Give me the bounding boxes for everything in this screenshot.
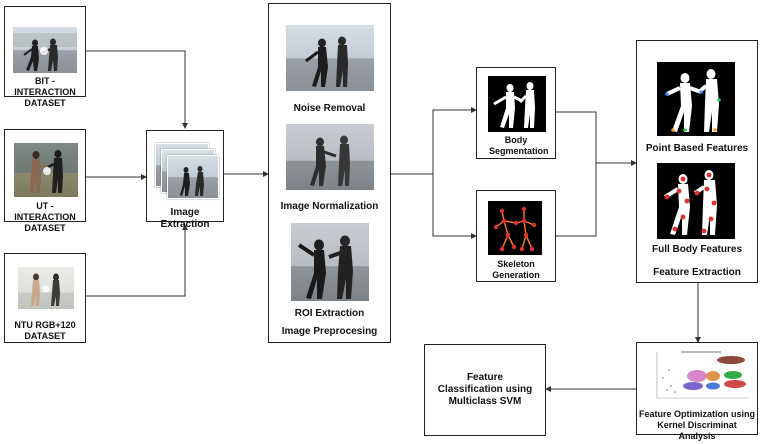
skeleton-graph-icon [493, 206, 537, 252]
body-segmentation-box: Body Segmentation [476, 67, 556, 159]
body-segmentation-image [488, 76, 546, 132]
feature-optimization-box: Feature Optimization using Kernel Discri… [636, 342, 758, 441]
arrow-segmentation-to-features [556, 111, 637, 166]
image-normalization-image [286, 124, 374, 190]
segmentation-silhouette-icon [493, 82, 535, 128]
noise-removal-label: Noise Removal [293, 103, 366, 114]
roi-people-icon [297, 235, 353, 299]
roi-extraction-image [291, 223, 369, 301]
arrow-preprocessing-to-skeleton [432, 174, 477, 239]
ntu-dataset-box: NTU RGB+120 DATASET [4, 253, 86, 343]
body-segmentation-label: Body Segmentation [489, 135, 549, 156]
feature-optimization-label: Feature Optimization using Kernel Discri… [639, 409, 756, 441]
bit-people-icon [13, 33, 77, 71]
arrow-bit-to-extraction [86, 50, 188, 129]
frame-people-icon [180, 166, 204, 196]
image-extraction-box: Image Extraction [146, 130, 224, 230]
ntu-people-icon [31, 273, 60, 306]
ntu-dataset-label: NTU RGB+120 DATASET [14, 320, 76, 341]
feature-classification-label: Feature Classification using Multiclass … [437, 372, 533, 407]
noise-removal-people-icon [305, 36, 348, 87]
kda-scatter-plot [645, 348, 751, 402]
frame-stack-front [167, 155, 219, 199]
bit-dataset-label: BIT - INTERACTION DATASET [14, 76, 76, 108]
roi-extraction-label: ROI Extraction [294, 308, 365, 319]
noise-removal-image [286, 25, 374, 91]
ntu-dataset-image [18, 267, 74, 309]
image-preprocessing-box: Noise Removal Image Normalization ROI Ex… [268, 3, 391, 343]
point-based-features-label: Point Based Features [645, 143, 749, 154]
feature-classification-box: Feature Classification using Multiclass … [424, 344, 546, 436]
feature-extraction-box: Point Based Features Full Body Features … [636, 40, 758, 283]
arrow-preprocessing-split [391, 107, 477, 175]
feature-extraction-title: Feature Extraction [653, 267, 741, 278]
full-body-features-label: Full Body Features [651, 244, 742, 255]
arrow-skeleton-to-features [556, 163, 597, 237]
ut-dataset-label: UT - INTERACTION DATASET [14, 201, 76, 233]
full-body-silhouette-icon [663, 170, 717, 235]
ut-dataset-box: UT - INTERACTION DATASET [4, 129, 86, 233]
skeleton-generation-label: Skeleton Generation [492, 259, 540, 280]
image-extraction-label: Image Extraction [160, 207, 210, 230]
skeleton-generation-image [488, 201, 542, 255]
bit-dataset-image [13, 27, 77, 73]
image-preprocessing-title: Image Preprocesing [281, 326, 378, 337]
bit-dataset-box: BIT - INTERACTION DATASET [4, 6, 86, 108]
full-body-features-image [657, 163, 735, 239]
ut-dataset-image [14, 143, 78, 197]
point-based-features-image [657, 62, 735, 136]
image-normalization-label: Image Normalization [280, 201, 379, 212]
arrow-ntu-to-extraction [86, 224, 188, 297]
normalization-people-icon [310, 135, 350, 186]
skeleton-generation-box: Skeleton Generation [476, 190, 556, 282]
kda-cluster-icon [656, 351, 749, 399]
point-features-silhouette-icon [665, 69, 721, 132]
ut-people-icon [30, 150, 63, 193]
